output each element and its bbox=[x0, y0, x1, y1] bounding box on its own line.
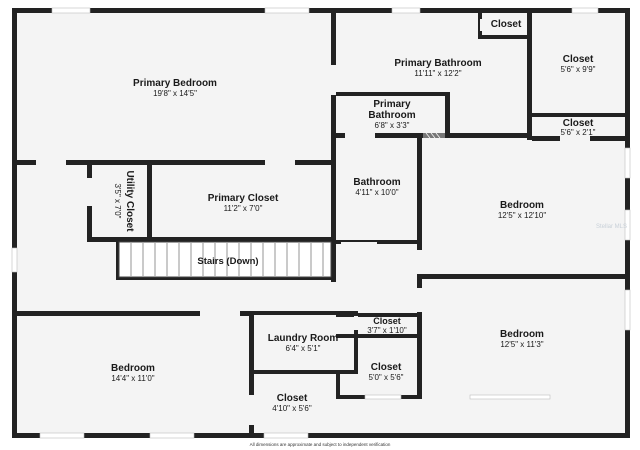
vent-icon bbox=[423, 132, 445, 139]
room-label-closet-right-strip: Closet bbox=[563, 118, 594, 129]
room-label-bedroom-left-lower: Bedroom bbox=[111, 363, 155, 374]
stairs-treads bbox=[118, 241, 332, 278]
watermark: Stellar MLS bbox=[596, 224, 627, 230]
room-dim-primary-closet: 11'2" x 7'0" bbox=[224, 204, 263, 213]
room-label-bathroom: Bathroom bbox=[353, 177, 400, 188]
room-label-bedroom-right-lower: Bedroom bbox=[500, 329, 544, 340]
room-label-primary-closet: Primary Closet bbox=[208, 193, 279, 204]
room-label-primary-bathroom-small-line1: Primary bbox=[373, 99, 411, 110]
room-dim-bedroom-right-lower: 12'5" x 11'3" bbox=[500, 340, 543, 349]
floor-area bbox=[17, 13, 625, 433]
room-label-closet-bottom-center: Closet bbox=[277, 393, 308, 404]
room-dim-bathroom: 4'11" x 10'0" bbox=[355, 188, 398, 197]
room-dim-closet-right-strip: 5'6" x 2'1" bbox=[561, 128, 596, 137]
room-label-closet-top-right: Closet bbox=[563, 54, 594, 65]
room-dim-closet-bottom-right: 5'0" x 5'6" bbox=[369, 373, 404, 382]
room-label-bedroom-right-upper: Bedroom bbox=[500, 200, 544, 211]
room-label-closet-mid-small: Closet bbox=[373, 316, 401, 326]
room-dim-utility-closet: 3'5" x 7'0" bbox=[113, 184, 122, 219]
room-label-primary-bedroom: Primary Bedroom bbox=[133, 78, 217, 89]
room-dim-closet-mid-small: 3'7" x 1'10" bbox=[367, 326, 407, 335]
room-label-utility-closet: Utility Closet bbox=[124, 170, 135, 232]
room-dim-primary-bathroom-small: 6'8" x 3'3" bbox=[375, 121, 410, 130]
room-dim-closet-bottom-center: 4'10" x 5'6" bbox=[272, 404, 312, 413]
room-dim-bedroom-left-lower: 14'4" x 11'0" bbox=[111, 374, 154, 383]
windows bbox=[11, 7, 631, 439]
room-label-stairs: Stairs (Down) bbox=[197, 256, 258, 267]
room-label-laundry-room: Laundry Room bbox=[268, 333, 339, 344]
room-dim-primary-bedroom: 19'8" x 14'5" bbox=[153, 89, 197, 98]
disclaimer-text: All dimensions are approximate and subje… bbox=[250, 442, 391, 447]
room-label-primary-bathroom-small-line2: Bathroom bbox=[368, 110, 415, 121]
room-label-closet-bottom-right: Closet bbox=[371, 362, 402, 373]
room-dim-primary-bathroom: 11'11" x 12'2" bbox=[414, 69, 461, 78]
room-label-closet-top-small: Closet bbox=[491, 19, 522, 30]
door-openings bbox=[36, 19, 590, 425]
room-dim-bedroom-right-upper: 12'5" x 12'10" bbox=[498, 211, 546, 220]
room-label-primary-bathroom: Primary Bathroom bbox=[394, 58, 481, 69]
room-dim-closet-top-right: 5'6" x 9'9" bbox=[561, 65, 596, 74]
room-dim-laundry-room: 6'4" x 5'1" bbox=[286, 344, 321, 353]
